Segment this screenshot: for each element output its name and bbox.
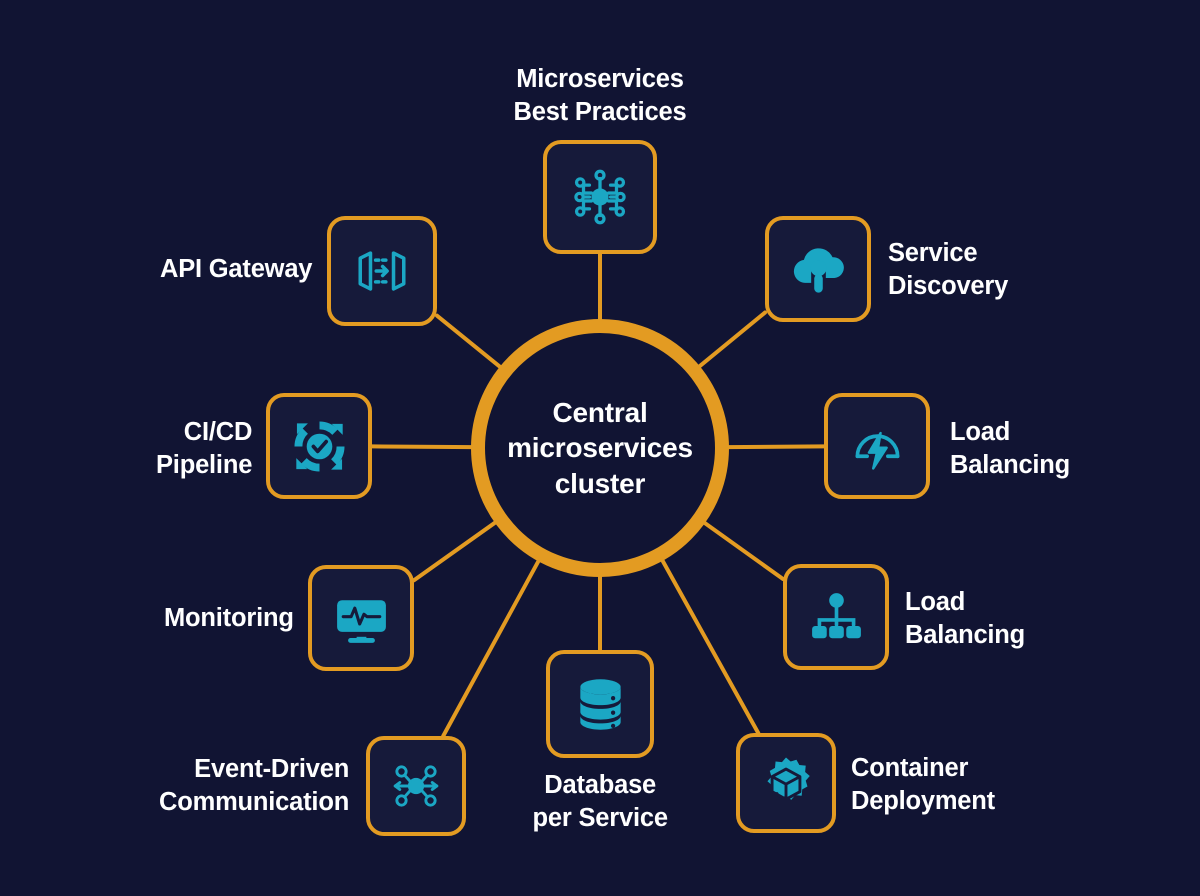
node-ci-cd-pipeline[interactable]: [266, 393, 372, 499]
hierarchy-tree-icon: [806, 587, 867, 648]
caption-api-gateway: API Gateway: [160, 255, 313, 283]
caption-microservices-best-practices: Microservices Best Practices: [513, 64, 687, 127]
spoke-event-driven-communication: [441, 558, 541, 738]
node-database-per-service[interactable]: [546, 650, 654, 758]
caption-ci-cd-pipeline: CI/CD Pipeline: [156, 417, 253, 480]
gauge-bolt-icon: [847, 416, 908, 477]
caption-container-deployment: Container Deployment: [851, 753, 995, 816]
spoke-ci-cd-pipeline: [370, 444, 475, 450]
spoke-service-discovery: [696, 310, 767, 369]
gateway-arrow-icon: [350, 239, 414, 303]
caption-load-balancing-tree: Load Balancing: [905, 587, 1026, 650]
node-api-gateway[interactable]: [327, 216, 437, 326]
node-event-driven-communication[interactable]: [366, 736, 466, 836]
node-container-deployment[interactable]: [736, 733, 836, 833]
node-microservices-best-practices[interactable]: [543, 140, 657, 254]
database-stack-icon: [569, 673, 632, 736]
caption-monitoring: Monitoring: [164, 604, 294, 632]
spoke-load-balancing-gauge: [725, 444, 826, 450]
node-load-balancing-gauge[interactable]: [824, 393, 930, 499]
spoke-monitoring: [412, 520, 498, 583]
node-monitoring[interactable]: [308, 565, 414, 671]
network-nodes-icon: [567, 164, 633, 230]
node-load-balancing-tree[interactable]: [783, 564, 889, 670]
node-service-discovery[interactable]: [765, 216, 871, 322]
central-hub-label: Central microservices cluster: [507, 397, 693, 499]
event-hub-icon: [387, 757, 445, 815]
monitor-pulse-icon: [331, 588, 392, 649]
caption-service-discovery: Service Discovery: [888, 238, 1009, 301]
central-hub[interactable]: Central microservices cluster: [471, 319, 729, 577]
caption-load-balancing-gauge: Load Balancing: [950, 417, 1071, 480]
cloud-search-icon: [788, 239, 849, 300]
caption-database-per-service: Database per Service: [532, 770, 669, 833]
refresh-check-icon: [289, 416, 350, 477]
gear-cube-icon: [757, 754, 815, 812]
spoke-container-deployment: [660, 557, 761, 735]
spoke-load-balancing-tree: [702, 520, 785, 582]
spoke-api-gateway: [435, 313, 503, 370]
caption-event-driven-communication: Event-Driven Communication: [159, 754, 350, 817]
